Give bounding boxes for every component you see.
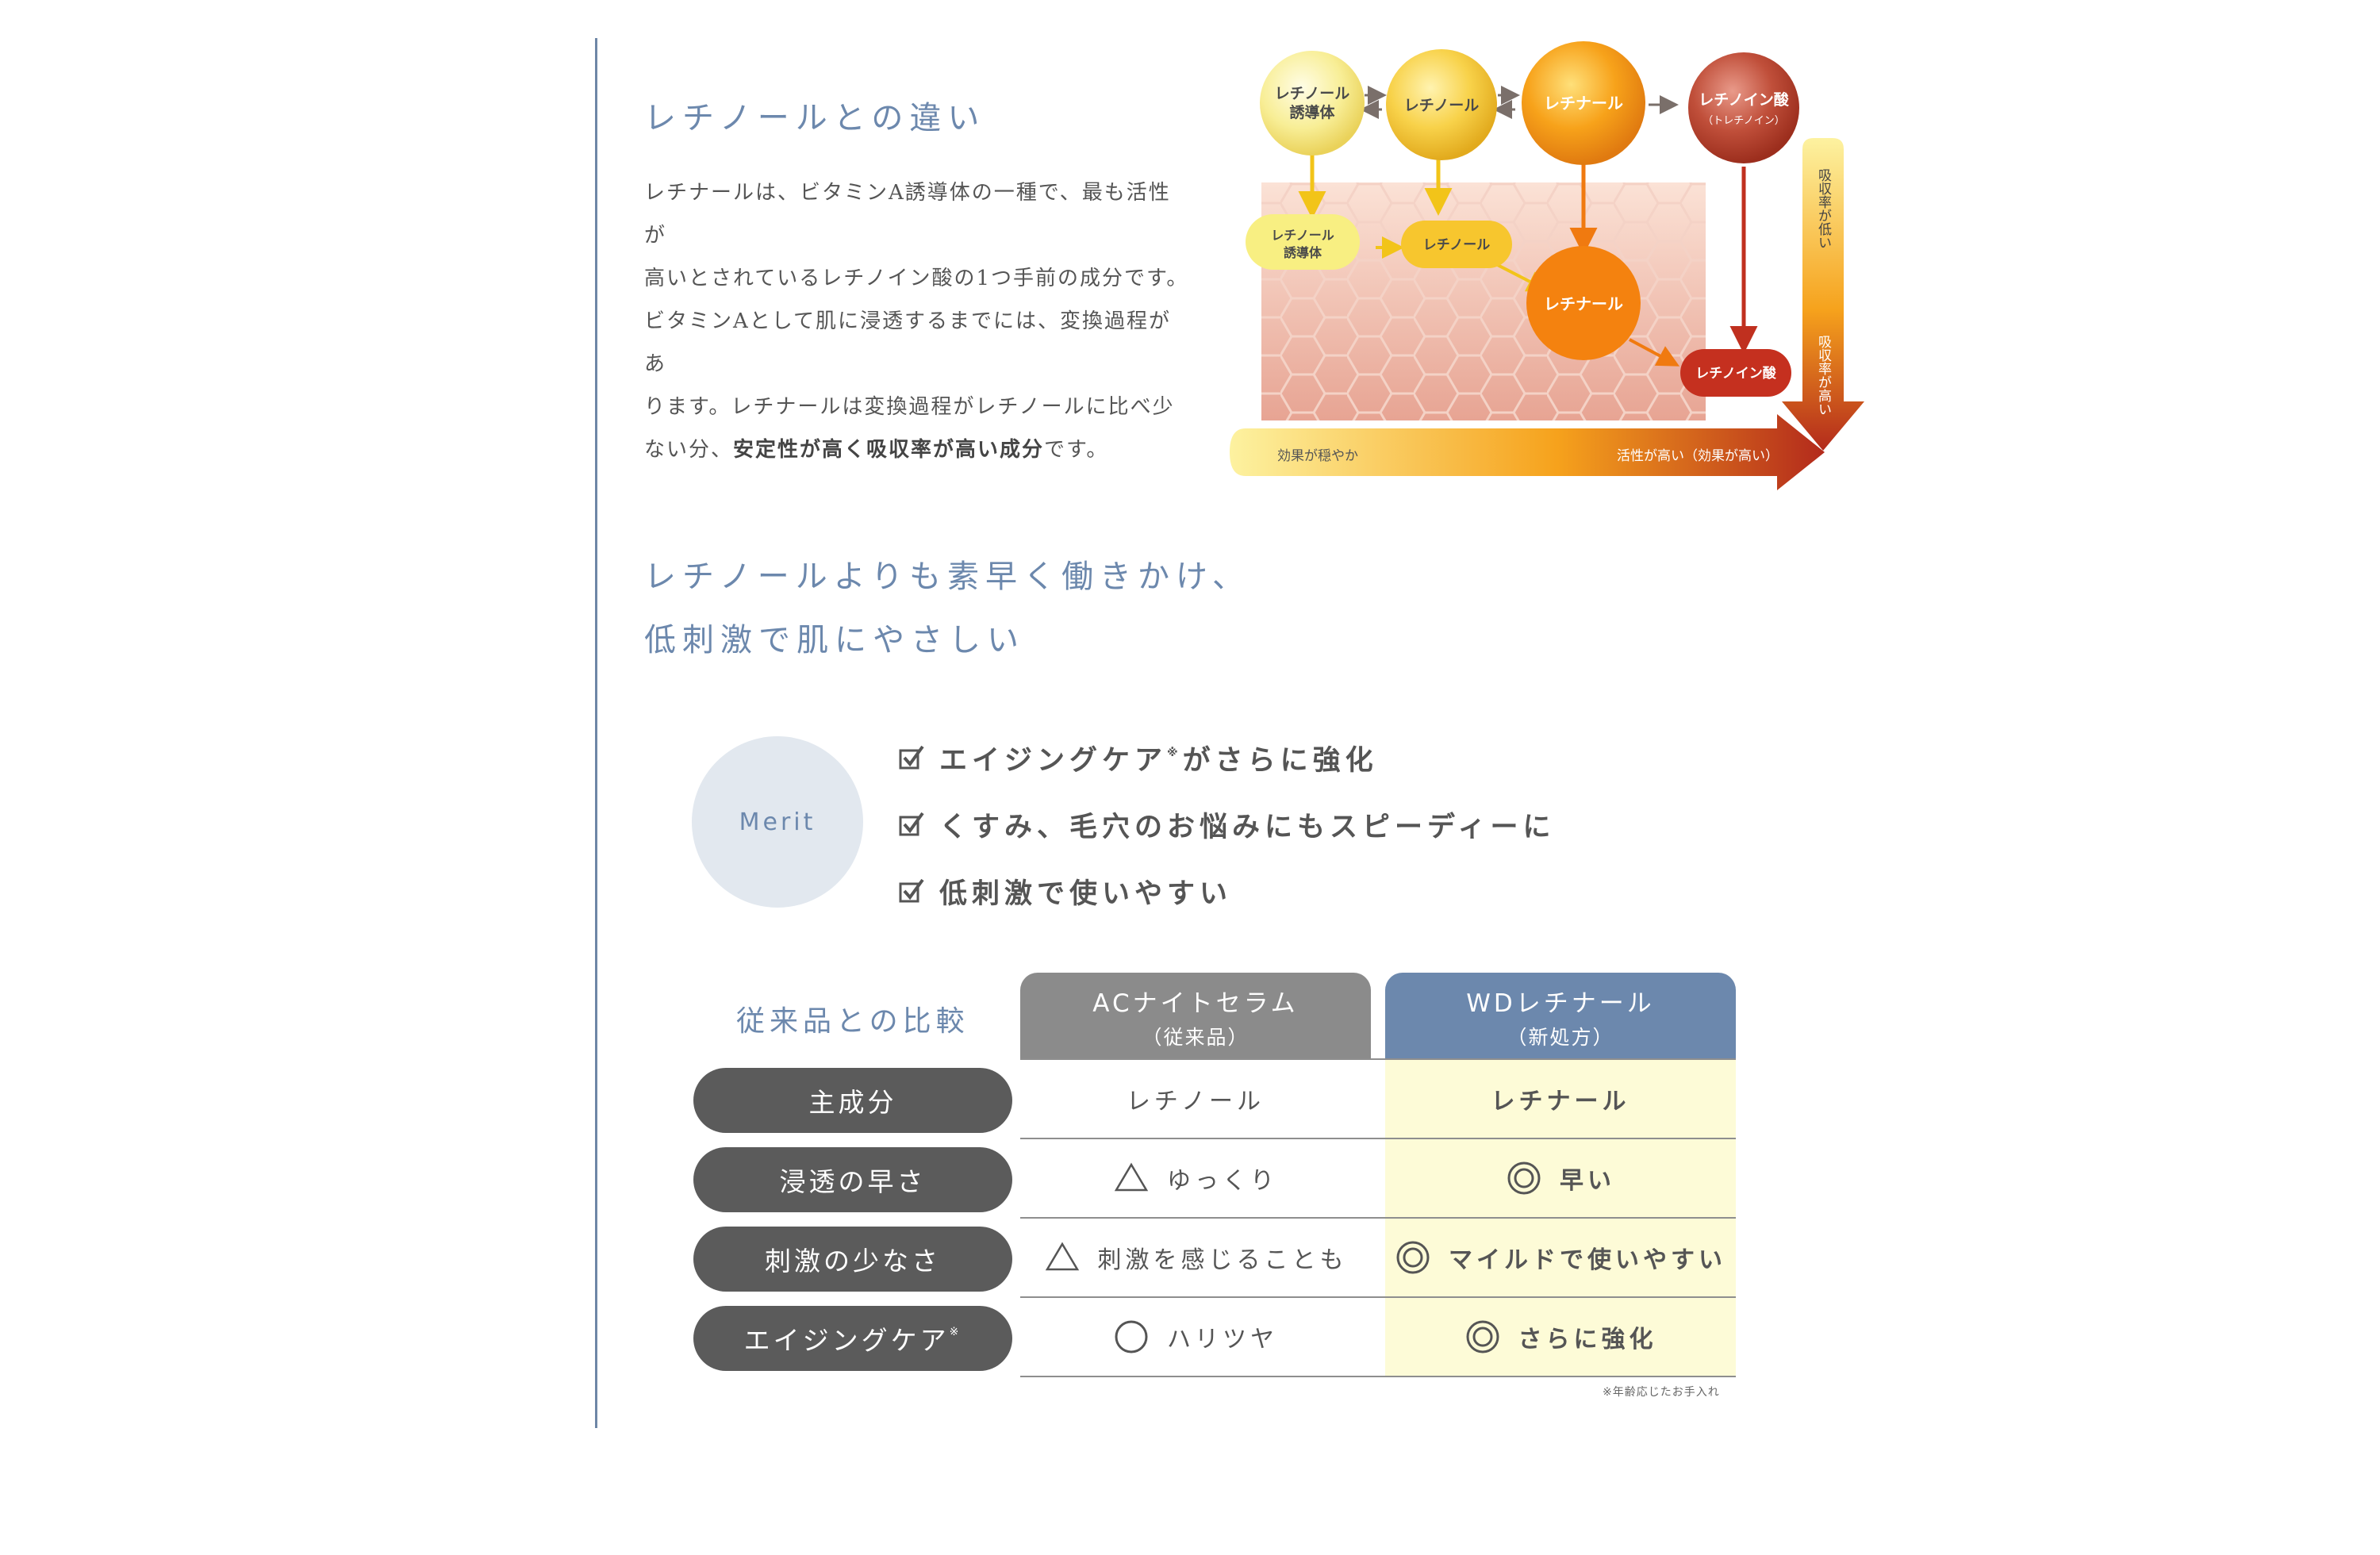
- skin-label-retinal: レチナール: [1526, 246, 1641, 360]
- cell-text: さらに強化: [1518, 1326, 1657, 1353]
- column-a-name: ACナイトセラム: [1092, 989, 1299, 1018]
- double-circle-icon: [1396, 1241, 1430, 1274]
- retinoic-label-line1: レチノイン酸: [1699, 90, 1789, 109]
- retinol-label: レチノール: [1404, 97, 1479, 114]
- column-b-background: [1385, 1060, 1736, 1377]
- body-line-end: です。: [1044, 438, 1109, 462]
- top-circle-retinoic: レチノイン酸 （トレチノイン）: [1688, 52, 1799, 163]
- row-label-low-irritation: 刺激の少なさ: [693, 1227, 1012, 1292]
- retinoic-label-line2: （トレチノイン）: [1702, 115, 1785, 127]
- column-b-name: WDレチナール: [1466, 989, 1655, 1018]
- skin-retinol: レチノール: [1423, 237, 1491, 253]
- row-label-note: ※: [949, 1326, 962, 1338]
- column-header-ac-night-serum: ACナイトセラム （従来品）: [1020, 973, 1371, 1060]
- body-line: レチナールは、ビタミンA誘導体の一種で、最も活性が: [644, 181, 1171, 248]
- body-line: 高いとされているレチノイン酸の1つ手前の成分です。: [644, 267, 1189, 290]
- merit-item-text-end: がさらに強化: [1182, 744, 1378, 777]
- table-divider: [1020, 1058, 1736, 1060]
- body-line: ビタミンAとして肌に浸透するまでには、変換過程があ: [644, 309, 1171, 376]
- skin-derivative-line2: 誘導体: [1284, 245, 1322, 260]
- top-circle-retinol: レチノール: [1386, 49, 1497, 160]
- arrow-left-label: 効果が穏やか: [1277, 448, 1358, 464]
- row-label-text: 主成分: [808, 1087, 897, 1118]
- column-b-sub: （新処方）: [1507, 1025, 1614, 1049]
- triangle-icon: [1045, 1242, 1079, 1271]
- double-circle-icon: [1507, 1161, 1541, 1195]
- cell-a-main-ingredient: レチノール: [1020, 1060, 1371, 1138]
- column-a-sub: （従来品）: [1142, 1025, 1250, 1049]
- skin-label-retinoic: レチノイン酸: [1680, 349, 1791, 397]
- skin-label-retinol: レチノール: [1401, 221, 1512, 268]
- cell-a-low-irritation: 刺激を感じることも: [1020, 1219, 1371, 1296]
- comparison-label: 従来品との比較: [736, 1005, 969, 1038]
- merit-item-note: ※: [1167, 747, 1183, 759]
- activity-arrow: [1230, 414, 1825, 490]
- merit-item-text: 低刺激で使いやすい: [939, 877, 1233, 910]
- arrow-right-label: 活性が高い（効果が高い）: [1617, 448, 1779, 464]
- retinal-label: レチナール: [1544, 94, 1623, 113]
- cell-a-penetration-speed: ゆっくり: [1020, 1139, 1371, 1217]
- merit-item-text: くすみ、毛穴のお悩みにもスピーディーに: [939, 811, 1556, 843]
- circle-icon: [1115, 1320, 1148, 1353]
- top-circle-retinal: レチナール: [1522, 41, 1645, 165]
- cell-b-aging-care: さらに強化: [1385, 1298, 1736, 1376]
- row-label-main-ingredient: 主成分: [693, 1068, 1012, 1133]
- row-label-penetration-speed: 浸透の早さ: [693, 1147, 1012, 1212]
- absorption-arrow: [1782, 138, 1864, 451]
- left-divider-line: [595, 38, 597, 1428]
- merit-item: 低刺激で使いやすい: [898, 871, 1232, 911]
- section-title-difference: レチノールとの違い: [644, 100, 986, 136]
- derivative-label-line1: レチノール: [1275, 85, 1349, 102]
- checkbox-icon: [899, 878, 924, 903]
- cell-text: 早い: [1560, 1167, 1615, 1195]
- cell-text: ゆっくり: [1167, 1167, 1278, 1195]
- skin-retinal: レチナール: [1544, 294, 1623, 313]
- section-body-text: レチナールは、ビタミンA誘導体の一種で、最も活性が 高いとされているレチノイン酸…: [644, 171, 1192, 471]
- footnote: ※年齢応じたお手入れ: [1603, 1386, 1720, 1399]
- arrow-bottom-label: 吸収率が高い: [1815, 335, 1832, 416]
- double-circle-icon: [1466, 1320, 1499, 1353]
- cell-text: レチナール: [1491, 1088, 1630, 1115]
- merit-item: エイジングケア※がさらに強化: [898, 738, 1378, 778]
- table-divider: [1020, 1296, 1736, 1298]
- table-divider: [1020, 1376, 1736, 1377]
- row-label-text: 浸透の早さ: [779, 1166, 927, 1197]
- table-divider: [1020, 1138, 1736, 1139]
- skin-retinoic: レチノイン酸: [1695, 365, 1776, 382]
- section-title-line1: レチノールよりも素早く働きかけ、: [644, 559, 1250, 595]
- skin-derivative-line1: レチノール: [1271, 228, 1334, 243]
- merit-badge: Merit: [692, 736, 863, 908]
- row-label-text: 刺激の少なさ: [765, 1246, 941, 1277]
- section-title-line2: 低刺激で肌にやさしい: [644, 622, 1025, 658]
- checkbox-icon: [899, 812, 924, 836]
- column-header-wd-retinal: WDレチナール （新処方）: [1385, 973, 1736, 1060]
- cell-text: レチノール: [1126, 1088, 1265, 1115]
- skin-label-derivative: レチノール 誘導体: [1246, 214, 1360, 270]
- cell-b-penetration-speed: 早い: [1385, 1139, 1736, 1217]
- top-circle-derivative: レチノール 誘導体: [1260, 51, 1365, 156]
- body-emphasis: 安定性が高く吸収率が高い成分: [733, 438, 1045, 462]
- table-divider: [1020, 1217, 1736, 1219]
- merit-item-text: エイジングケア: [939, 744, 1168, 777]
- triangle-icon: [1114, 1162, 1149, 1192]
- cell-b-low-irritation: マイルドで使いやすい: [1385, 1219, 1736, 1296]
- row-label-aging-care: エイジングケア※: [693, 1306, 1012, 1371]
- retinoid-conversion-diagram: 効果が穏やか 活性が高い（効果が高い） 吸収率が低い 吸収率が高い レチノール …: [1230, 41, 1864, 490]
- cell-text: マイルドで使いやすい: [1449, 1246, 1726, 1274]
- body-line: ない分、: [644, 438, 734, 462]
- row-label-text: エイジングケア: [743, 1325, 950, 1356]
- cell-a-aging-care: ハリツヤ: [1020, 1298, 1371, 1376]
- checkbox-icon: [899, 745, 924, 770]
- cell-text: 刺激を感じることも: [1097, 1246, 1348, 1274]
- cell-b-main-ingredient: レチナール: [1385, 1060, 1736, 1138]
- cell-text: ハリツヤ: [1167, 1326, 1278, 1353]
- arrow-top-label: 吸収率が低い: [1815, 168, 1832, 249]
- derivative-label-line2: 誘導体: [1289, 103, 1335, 121]
- body-line: ります。レチナールは変換過程がレチノールに比べ少: [644, 395, 1175, 419]
- merit-item: くすみ、毛穴のお悩みにもスピーディーに: [898, 804, 1556, 844]
